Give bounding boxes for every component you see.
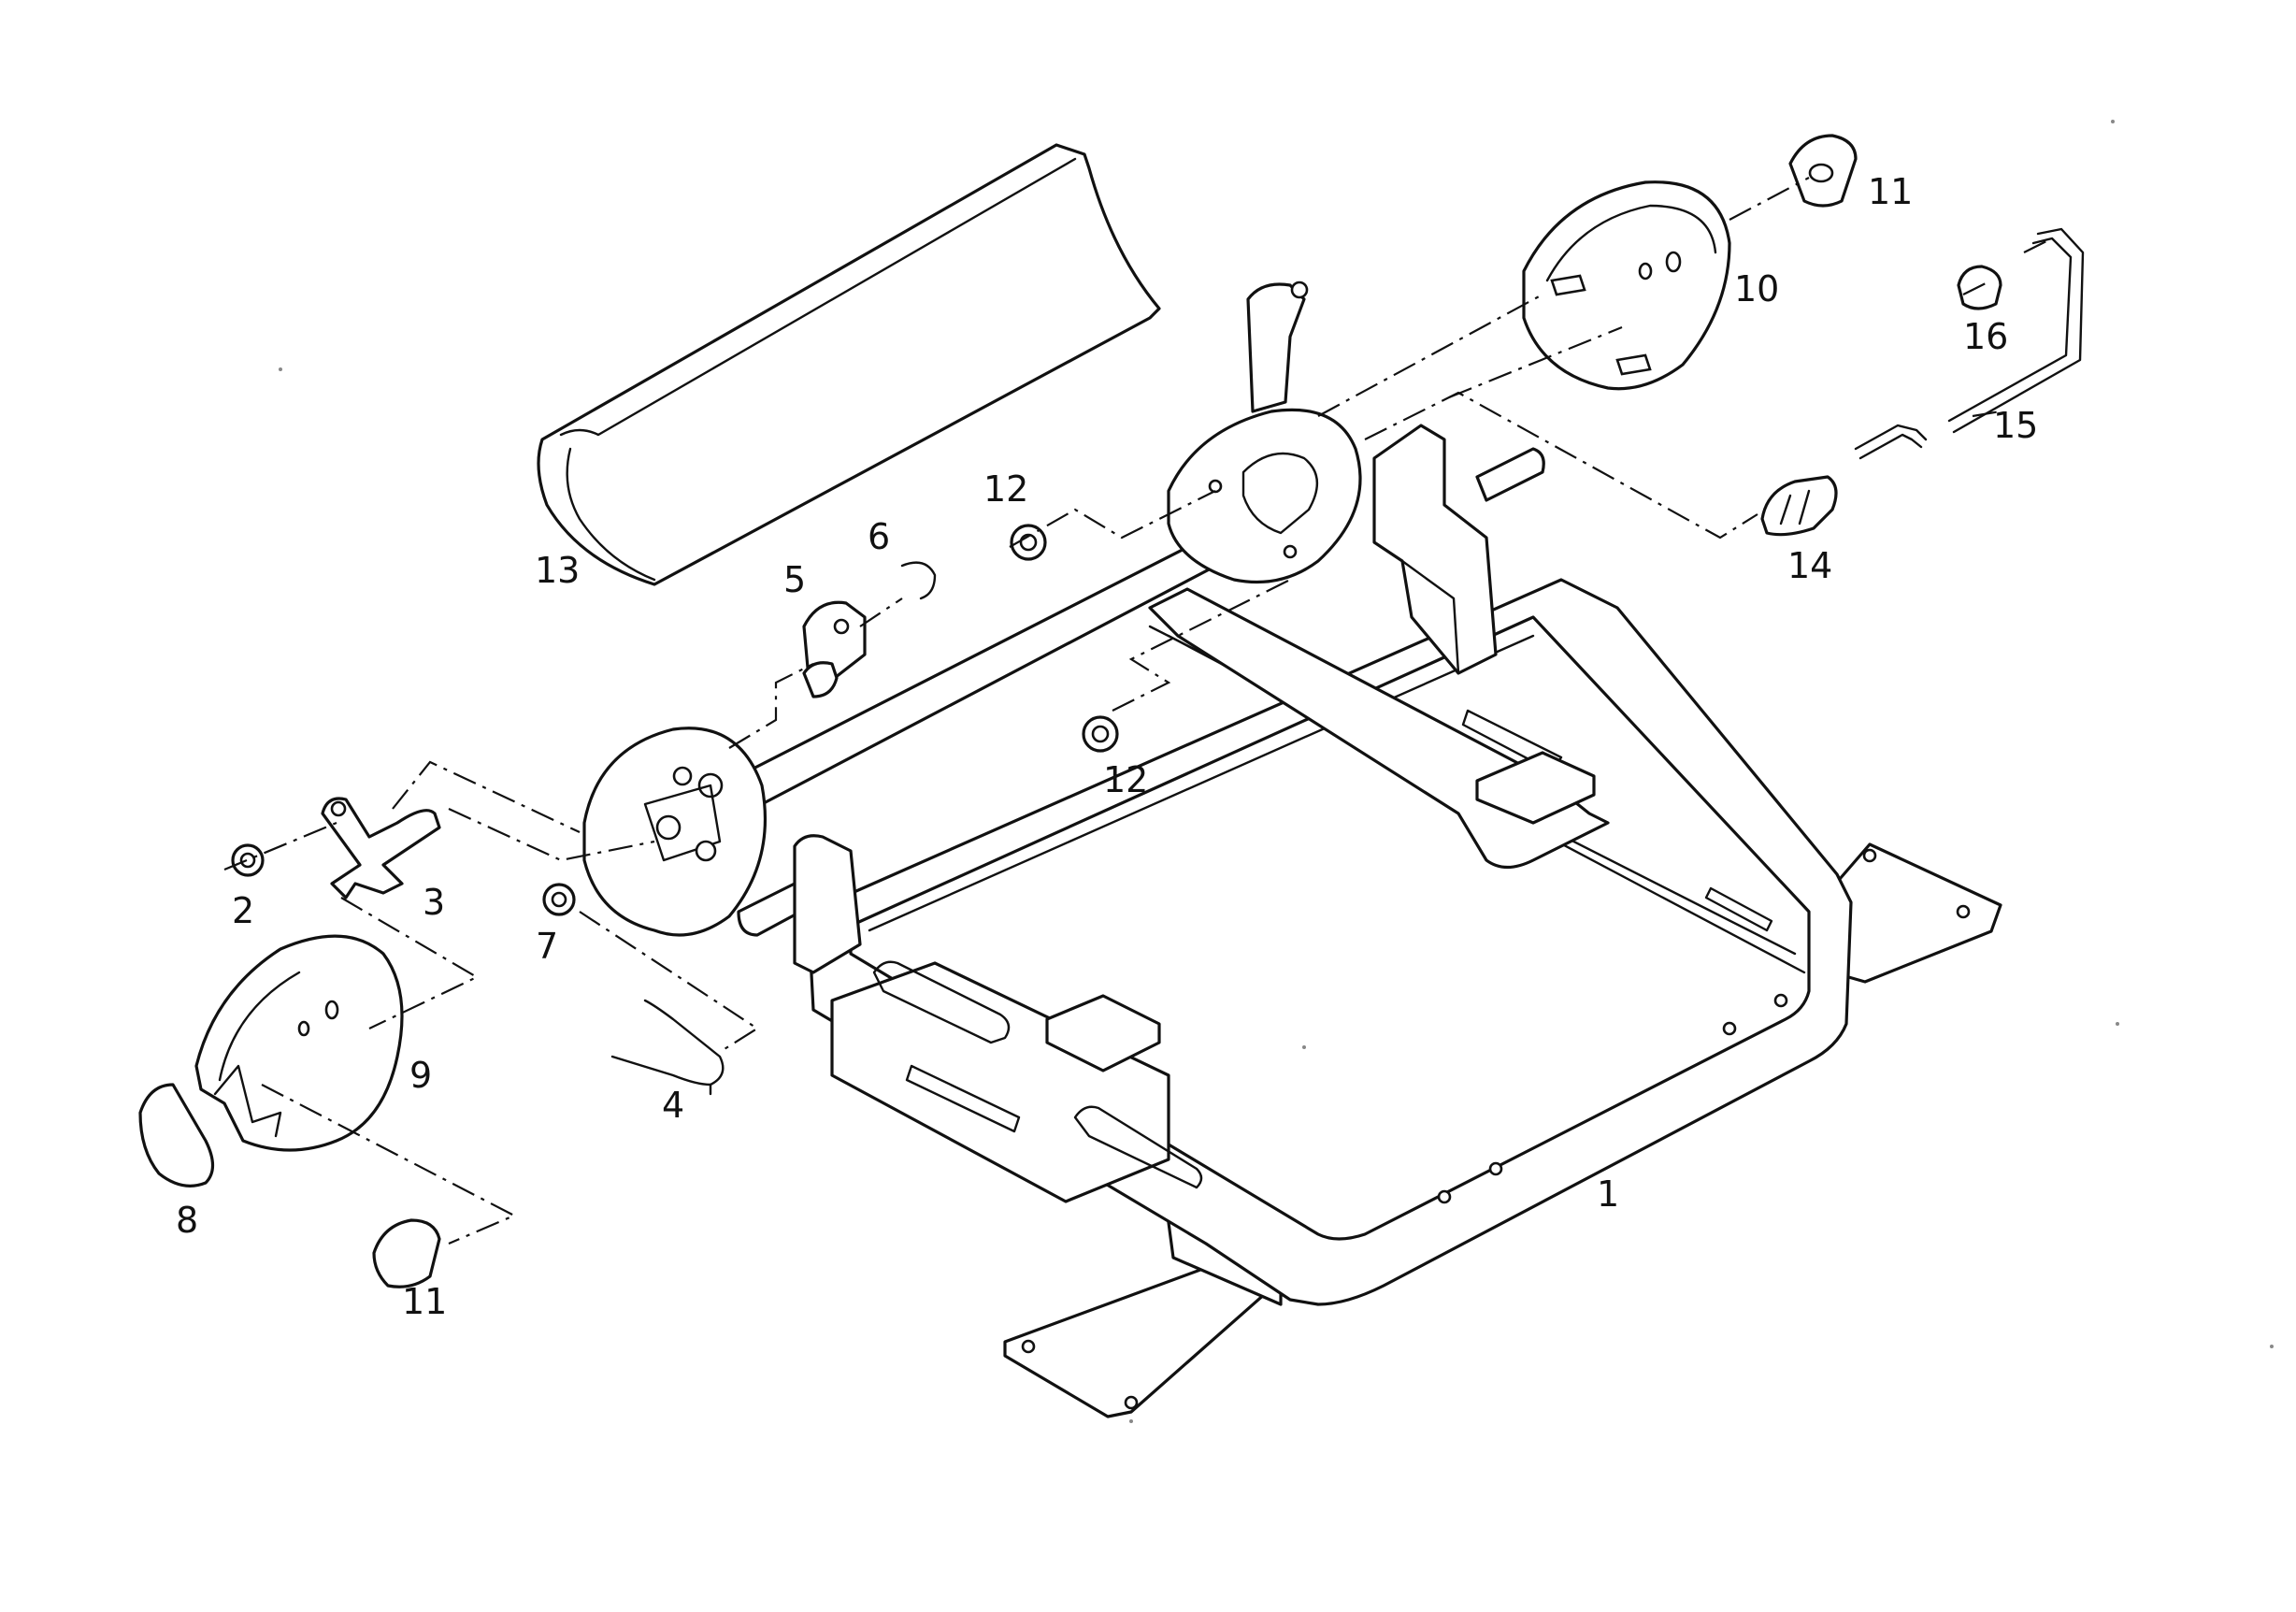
part-16-bushing xyxy=(1957,265,2002,310)
callout-3: 3 xyxy=(423,882,445,923)
part-4-spring xyxy=(610,999,725,1096)
part-3-lever xyxy=(321,797,441,900)
callout-15: 15 xyxy=(1993,405,2038,446)
callout-12-mid: 12 xyxy=(1103,759,1148,800)
callout-13: 13 xyxy=(535,550,580,591)
callout-10: 10 xyxy=(1734,268,1779,309)
part-13-tray xyxy=(537,143,1161,586)
part-1-frame xyxy=(737,424,2002,1418)
callout-5: 5 xyxy=(783,559,806,600)
part-8-left-pad xyxy=(138,1083,215,1187)
callout-16: 16 xyxy=(1963,316,2008,357)
callout-4: 4 xyxy=(662,1085,684,1126)
part-11-cap-bottom xyxy=(372,1218,441,1288)
part-7-washer xyxy=(542,883,576,916)
part-6-clip xyxy=(900,561,937,600)
part-10-right-cover xyxy=(1522,180,1731,391)
part-12-washers xyxy=(1010,524,1119,753)
callout-11-bottom: 11 xyxy=(402,1281,447,1322)
assembly-leader-lines xyxy=(223,177,2053,1245)
callout-14: 14 xyxy=(1787,545,1832,586)
part-11-cap-top xyxy=(1788,134,1858,208)
callout-8: 8 xyxy=(176,1200,198,1241)
callout-labels: 1 2 3 4 5 6 7 8 9 10 11 11 12 12 13 14 1… xyxy=(176,171,2038,1322)
callout-6: 6 xyxy=(868,516,890,557)
left-hub-plate xyxy=(582,727,768,937)
callout-12-top: 12 xyxy=(983,468,1028,510)
callout-1: 1 xyxy=(1597,1173,1619,1215)
part-5-plate xyxy=(802,600,867,698)
scan-specks xyxy=(279,120,2274,1423)
part-2-washer xyxy=(231,843,265,877)
right-hub-plate xyxy=(1167,281,1362,583)
callout-7: 7 xyxy=(536,926,558,967)
callout-2: 2 xyxy=(232,890,254,931)
callout-9: 9 xyxy=(409,1055,432,1096)
part-9-left-cover xyxy=(194,934,404,1152)
part-14-connector xyxy=(1760,475,1838,537)
part-15-link-rod xyxy=(1854,227,2085,460)
callout-11-top: 11 xyxy=(1868,171,1913,212)
